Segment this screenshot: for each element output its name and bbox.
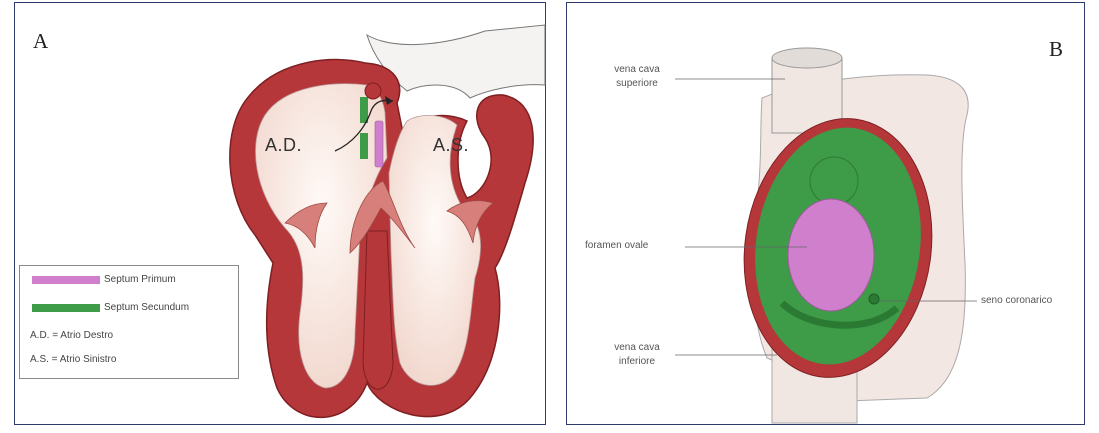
legend-abbr-ad: A.D. = Atrio Destro	[30, 330, 113, 341]
ivc-label-line1: vena cava	[597, 341, 677, 355]
svc-opening	[772, 48, 842, 68]
legend-item-septum-secundum: Septum Secundum	[32, 302, 189, 313]
septum-primum	[375, 121, 383, 167]
panel-a-letter: A	[33, 29, 48, 54]
panel-b: B vena cava superiore foramen ovale vena…	[566, 2, 1085, 425]
svc-label-line1: vena cava	[597, 63, 677, 77]
ventricular-septum	[363, 231, 393, 389]
panel-b-letter: B	[1049, 37, 1063, 62]
label-foramen-ovale: foramen ovale	[585, 239, 685, 253]
legend-label: Septum Primum	[104, 274, 176, 285]
ivc-label-line2: inferiore	[597, 355, 677, 369]
septum-top-knob	[365, 83, 381, 99]
legend-label: Septum Secundum	[104, 302, 189, 313]
label-vena-cava-inferiore: vena cava inferiore	[597, 341, 677, 369]
label-seno-coronarico: seno coronarico	[981, 294, 1077, 308]
legend: Septum Primum Septum Secundum A.D. = Atr…	[19, 265, 239, 379]
panel-a: A A.D. A.S. Septum Primum Septum Secundu…	[14, 2, 546, 425]
coronary-sinus-opening	[869, 294, 879, 304]
septum-secundum-upper	[360, 97, 368, 123]
svc-label-line2: superiore	[597, 77, 677, 91]
septum-primum-swatch	[32, 276, 100, 284]
septum-secundum-swatch	[32, 304, 100, 312]
label-ad: A.D.	[265, 135, 302, 156]
legend-item-septum-primum: Septum Primum	[32, 274, 176, 285]
legend-abbr-as: A.S. = Atrio Sinistro	[30, 354, 116, 365]
septum-secundum-lower	[360, 133, 368, 159]
label-as: A.S.	[433, 135, 469, 156]
foramen-ovale	[788, 199, 874, 311]
label-vena-cava-superiore: vena cava superiore	[597, 63, 677, 91]
